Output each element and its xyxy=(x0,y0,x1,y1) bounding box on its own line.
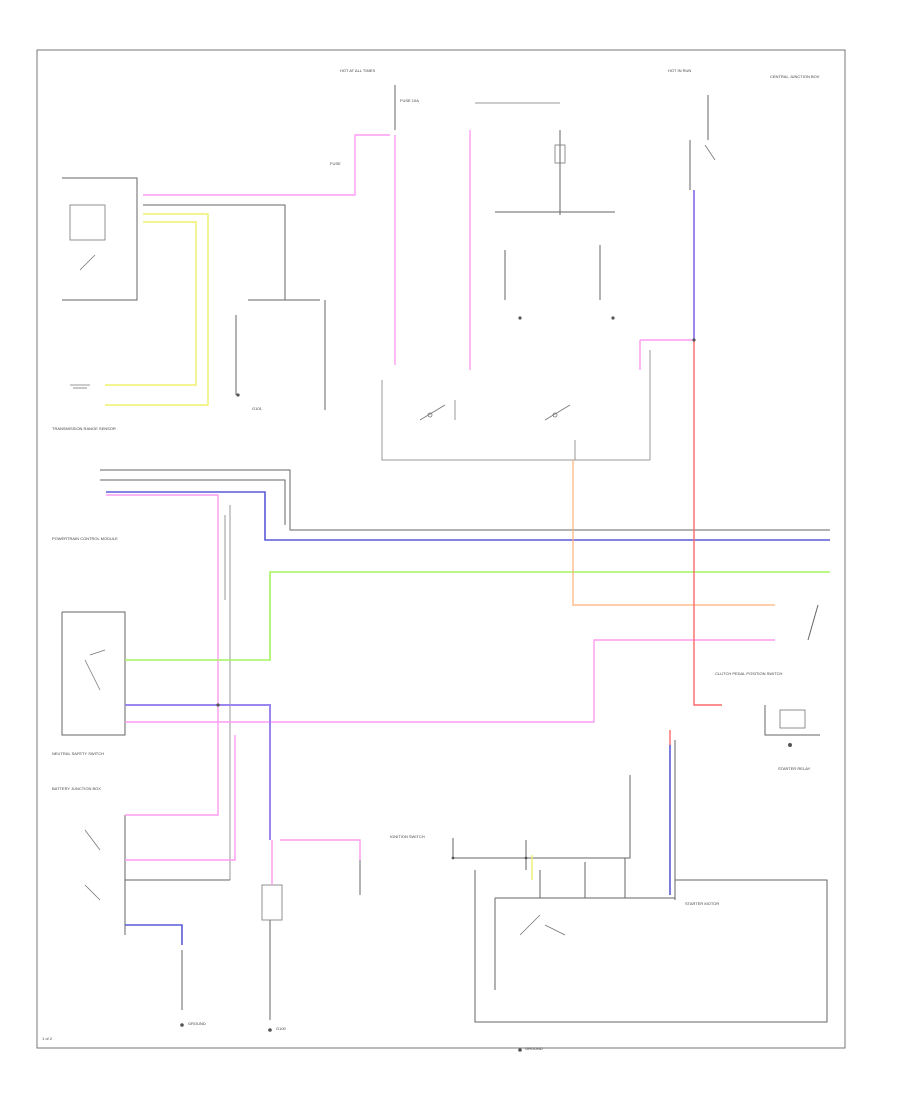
label-starter-relay: STARTER RELAY xyxy=(778,766,811,771)
diagram-frame xyxy=(36,49,846,1049)
red-wires xyxy=(669,340,722,745)
label-starter-motor: STARTER MOTOR xyxy=(685,901,719,906)
orange-wires xyxy=(572,460,775,606)
blue-wires xyxy=(106,491,830,945)
label-hot-at-all-times: HOT AT ALL TIMES xyxy=(340,68,375,73)
label-ground-left: GROUND xyxy=(188,1021,206,1026)
label-g100: G100 xyxy=(276,1026,287,1031)
yellow-wires xyxy=(105,213,533,880)
page-number: 1 of 2 xyxy=(42,1036,53,1041)
diagram-labels: HOT AT ALL TIMES HOT IN RUN CENTRAL JUNC… xyxy=(42,68,820,1051)
label-ground-right: GROUND xyxy=(525,1046,543,1051)
violet-wires xyxy=(125,190,695,840)
green-wires xyxy=(125,571,830,661)
label-battery-junction-box: BATTERY JUNCTION BOX xyxy=(52,786,101,791)
label-central-junction-box: CENTRAL JUNCTION BOX xyxy=(770,74,820,79)
label-transmission-range-sensor: TRANSMISSION RANGE SENSOR xyxy=(52,426,116,431)
label-fuse-top: FUSE 10A xyxy=(400,98,419,103)
label-g101: G101 xyxy=(252,406,263,411)
label-neutral-safety-switch: NEUTRAL SAFETY SWITCH xyxy=(52,751,104,756)
label-clutch-pedal-position-switch: CLUTCH PEDAL POSITION SWITCH xyxy=(715,671,783,676)
black-wires xyxy=(61,85,830,1023)
label-powertrain-control-module: POWERTRAIN CONTROL MODULE xyxy=(52,536,118,541)
component-symbols xyxy=(69,144,806,1052)
label-hot-in-run: HOT IN RUN xyxy=(668,68,691,73)
label-fuse-left: FUSE xyxy=(330,161,341,166)
pink-wires xyxy=(106,130,775,885)
label-ignition-switch: IGNITION SWITCH xyxy=(390,834,425,839)
